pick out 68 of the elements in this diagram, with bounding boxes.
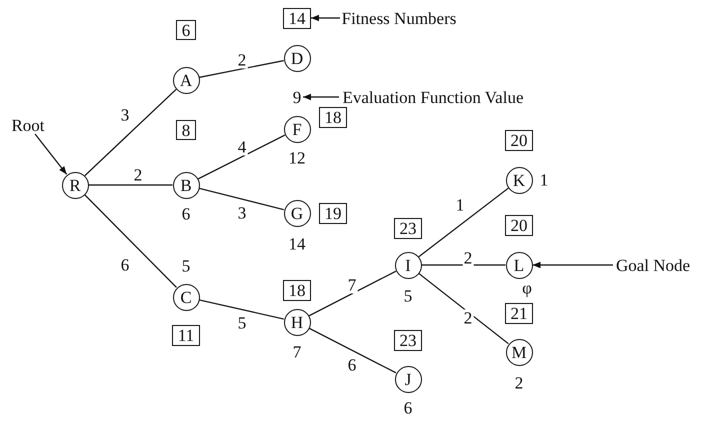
edge-label: 3: [236, 204, 248, 222]
evaluation-value: 6: [404, 400, 412, 416]
fitness-number: 14: [283, 8, 311, 28]
tree-edge: [198, 134, 286, 180]
fitness-number: 20: [505, 130, 533, 150]
state-circle: M: [506, 338, 532, 366]
fitness-number: 18: [319, 106, 347, 128]
evaluation-value: 6: [182, 206, 190, 222]
tree-edge: [84, 194, 177, 288]
tree-edge: [88, 184, 172, 186]
edge-label: 5: [236, 314, 248, 332]
fitness-number: 18: [283, 280, 311, 300]
state-circle: H: [284, 308, 310, 336]
edge-label: 3: [120, 106, 130, 124]
tree-edge: [199, 60, 284, 78]
evaluation-value: 5: [182, 258, 190, 274]
fitness-number: 20: [505, 214, 533, 236]
annotation-text: Root: [8, 116, 48, 134]
edge-label: 2: [236, 52, 248, 68]
evaluation-value: 9: [291, 89, 303, 105]
tree-edge: [308, 328, 396, 374]
tree-edge: [198, 188, 284, 210]
state-circle: I: [394, 252, 422, 278]
edge-label: 2: [132, 166, 144, 184]
fitness-number: 6: [176, 20, 196, 40]
state-circle: B: [172, 172, 200, 198]
tree-edge: [422, 264, 506, 266]
edge-label: 7: [346, 276, 358, 294]
evaluation-value: φ: [522, 280, 532, 296]
fitness-number: 11: [172, 324, 200, 346]
evaluation-value: 14: [288, 236, 306, 252]
arrow: [532, 262, 613, 268]
tree-edge: [199, 299, 284, 320]
tree-edge: [308, 270, 396, 316]
annotation-text: Fitness Numbers: [340, 9, 458, 27]
fitness-number: 23: [394, 218, 422, 238]
edge-label: 4: [236, 138, 248, 156]
tree-edge: [418, 272, 509, 344]
state-circle: L: [506, 252, 532, 278]
evaluation-value: 5: [404, 288, 412, 304]
arrow: [34, 134, 68, 175]
evaluation-value: 2: [514, 374, 524, 392]
fitness-number: 8: [176, 120, 196, 140]
fitness-number: 23: [394, 330, 422, 350]
evaluation-value: 1: [540, 172, 548, 188]
evaluation-value: 7: [292, 344, 302, 360]
arrow: [303, 94, 339, 100]
state-circle: J: [394, 366, 422, 392]
fitness-number: 21: [505, 302, 533, 324]
fitness-number: 19: [319, 202, 347, 224]
edge-label: 2: [462, 310, 474, 326]
state-circle: D: [284, 44, 310, 72]
edge-label: 6: [120, 256, 130, 274]
state-circle: R: [62, 172, 88, 198]
state-circle: K: [506, 166, 532, 194]
annotation-text: Goal Node: [613, 256, 693, 274]
edge-label: 2: [462, 250, 474, 266]
edge-label: 6: [346, 356, 358, 374]
tree-edge: [84, 88, 177, 176]
tree-edge: [418, 188, 509, 258]
state-circle: G: [284, 200, 310, 226]
state-circle: A: [172, 66, 200, 94]
edge-label: 1: [454, 196, 466, 214]
annotation-text: Evaluation Function Value: [339, 88, 527, 106]
evaluation-value: 12: [288, 150, 306, 166]
arrow: [311, 14, 340, 22]
state-circle: C: [172, 284, 200, 310]
state-circle: F: [284, 116, 310, 142]
